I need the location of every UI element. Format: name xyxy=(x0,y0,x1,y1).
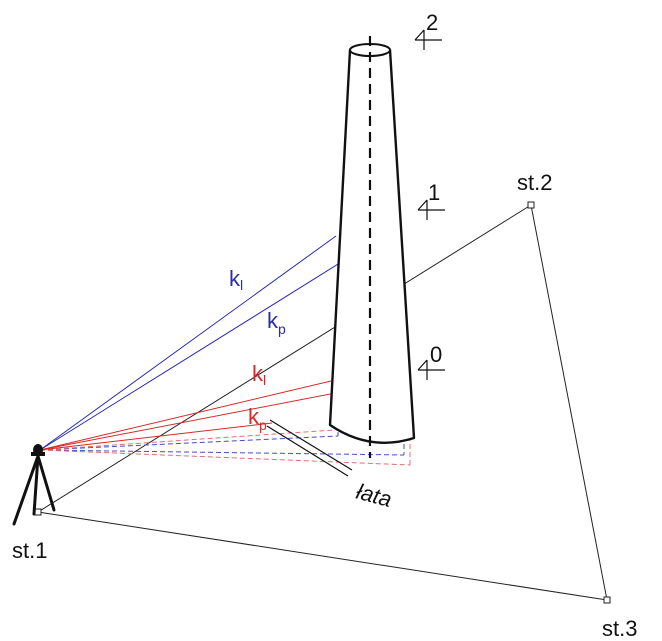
rod-label: łata xyxy=(354,479,395,512)
label-blue-kl-base: k xyxy=(229,266,241,291)
label-blue-kp: kp xyxy=(267,308,286,337)
station-marker-st1 xyxy=(34,508,42,516)
chimney xyxy=(328,36,416,458)
label-red-kp: kp xyxy=(248,404,267,433)
leveling-rod xyxy=(266,419,353,477)
base-dash-red-2 xyxy=(39,449,411,466)
sightline-red-rod xyxy=(39,422,273,451)
chimney-body xyxy=(328,48,416,444)
station-marker-st2 xyxy=(527,201,535,209)
traverse-st1-st3 xyxy=(37,511,608,601)
level-marker-0 xyxy=(417,359,445,380)
sightline-blue-left xyxy=(39,235,337,451)
station-marker-st3 xyxy=(603,596,611,604)
label-red-kp-base: k xyxy=(248,404,260,429)
level-label-2: 2 xyxy=(426,10,438,35)
label-blue-kl: kl xyxy=(229,266,243,293)
level-label-0: 0 xyxy=(430,342,442,367)
label-blue-kp-base: k xyxy=(267,308,279,333)
traverse-st1-st2 xyxy=(37,204,532,513)
label-blue-kl-sub: l xyxy=(240,277,243,293)
label-red-kl: kl xyxy=(252,361,266,388)
traverse-st2-st3 xyxy=(530,204,608,601)
sightline-red-left xyxy=(39,380,332,451)
level-label-1: 1 xyxy=(428,180,440,205)
label-red-kl-sub: l xyxy=(263,372,266,388)
base-dash-red-1 xyxy=(39,429,335,451)
station-label-st3: st.3 xyxy=(602,616,637,641)
station-label-st2: st.2 xyxy=(517,170,552,195)
label-blue-kp-sub: p xyxy=(278,321,286,337)
level-marker-2 xyxy=(414,29,442,50)
base-dash-blue-1 xyxy=(39,435,339,451)
label-red-kp-sub: p xyxy=(259,417,267,433)
level-marker-1 xyxy=(417,199,445,220)
station-label-st1: st.1 xyxy=(12,538,47,563)
level-markers xyxy=(414,29,445,380)
label-red-kl-base: k xyxy=(252,361,264,386)
tripod-instrument xyxy=(12,444,56,526)
station-traverse xyxy=(37,204,608,601)
base-dash-blue-2 xyxy=(39,449,405,456)
